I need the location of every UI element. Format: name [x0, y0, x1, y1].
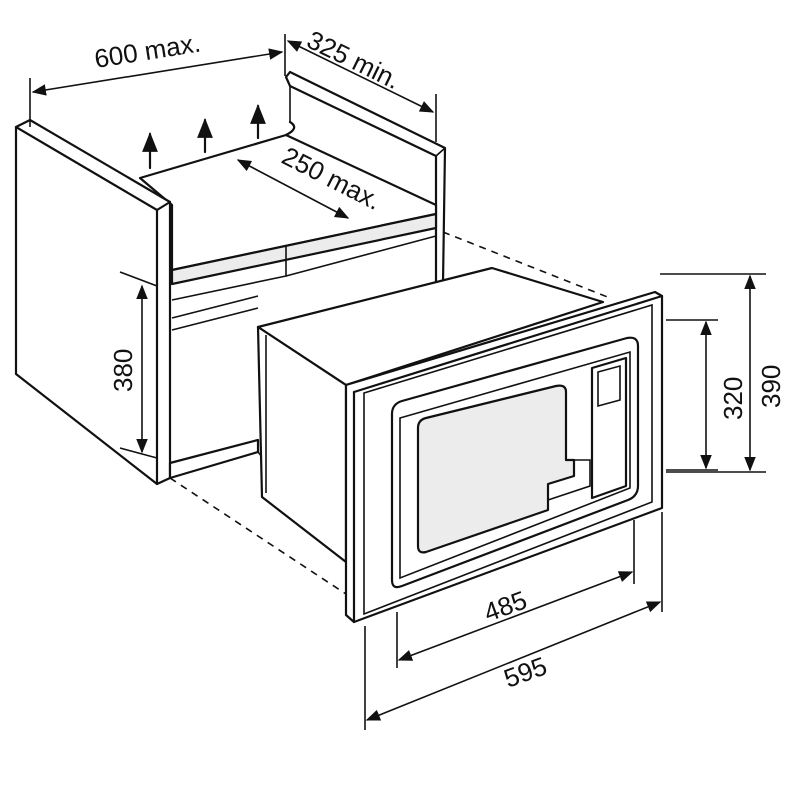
label-frame-height: 390: [756, 365, 786, 408]
cabinet-left-panel: [14, 118, 172, 486]
cabinet-bottom-plate: [168, 438, 260, 480]
dimension-lines: [29, 34, 766, 730]
cabinet-shelf: [170, 212, 438, 286]
dim-line-shelf-depth: [236, 159, 350, 219]
label-appliance-height: 320: [718, 377, 748, 420]
microwave-window: [416, 384, 576, 554]
microwave-control-panel: [590, 356, 628, 500]
label-opening-height: 380: [108, 349, 138, 392]
cabinet: [14, 70, 447, 486]
ventilation-arrows: [142, 104, 266, 170]
dim-line-cabinet-depth: [31, 48, 284, 96]
label-appliance-width: 485: [480, 585, 531, 628]
dim-line-frame-width: [365, 601, 662, 721]
label-frame-width: 595: [500, 651, 551, 694]
dim-line-side-panel-depth: [286, 40, 435, 113]
microwave: [256, 266, 664, 624]
microwave-door: [390, 336, 640, 589]
